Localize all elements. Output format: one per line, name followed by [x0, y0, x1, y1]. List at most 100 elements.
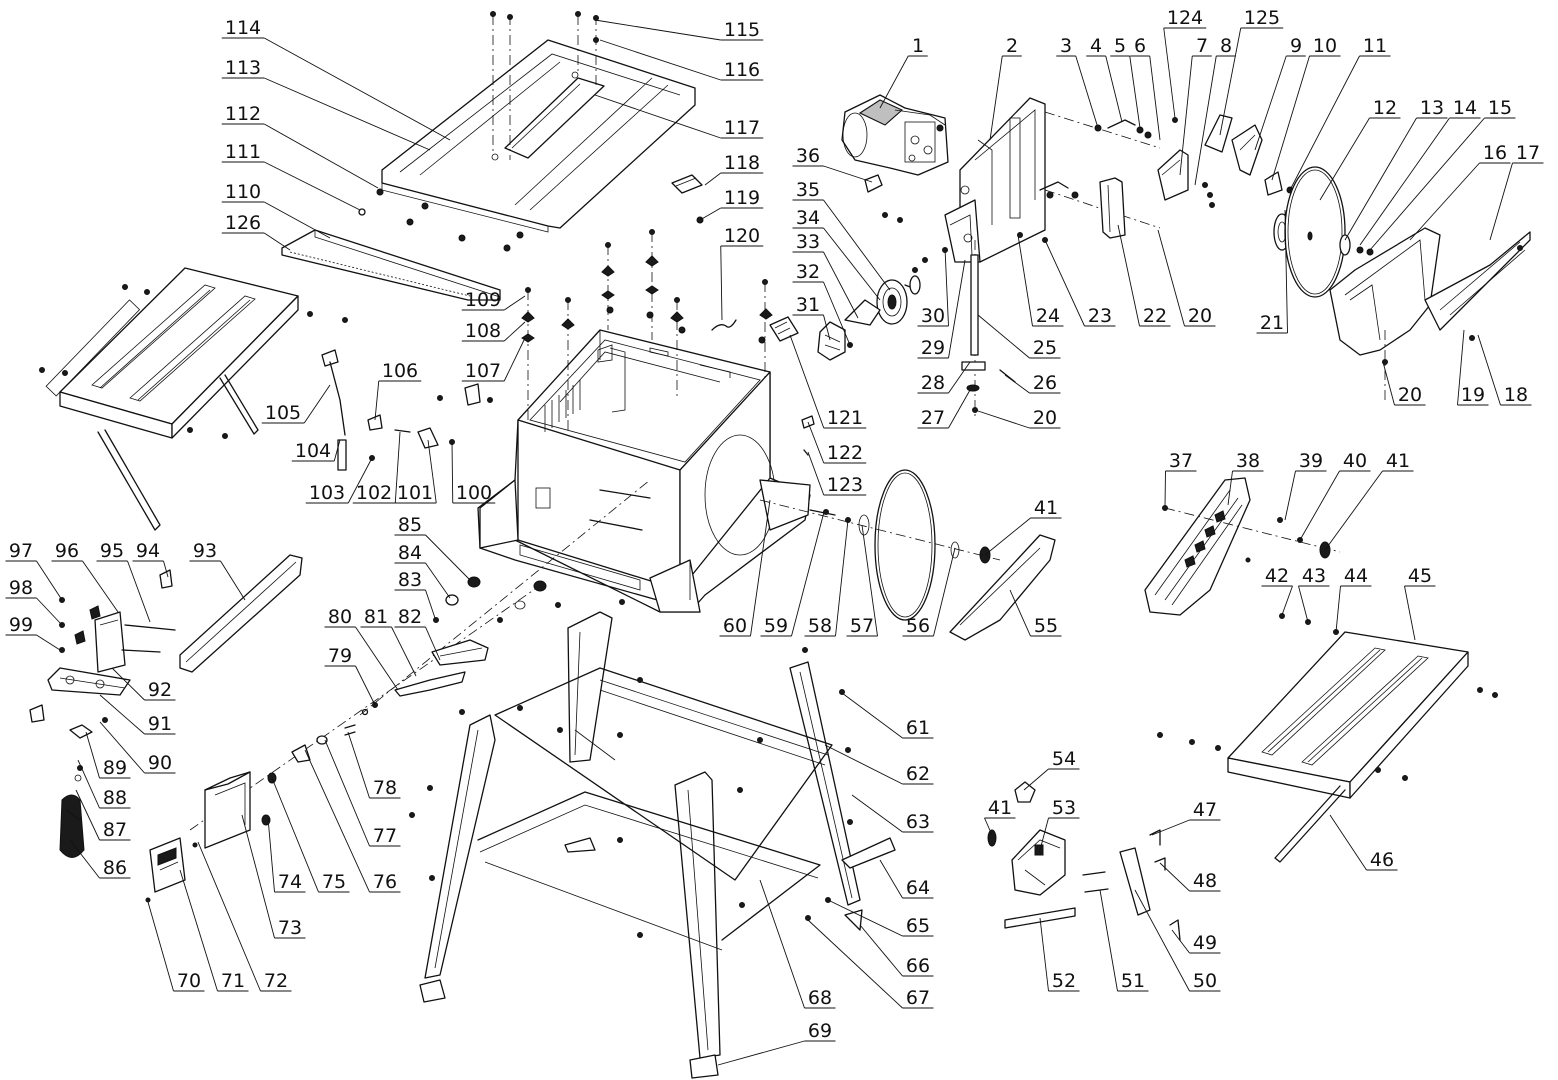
callout-leader [1179, 55, 1193, 176]
callout-4: 4 [1086, 35, 1123, 123]
callout-50: 50 [1134, 889, 1221, 992]
callout-label: 82 [398, 606, 422, 628]
callout-label: 7 [1196, 35, 1208, 57]
callout-111: 111 [221, 141, 361, 211]
callout-label: 90 [148, 752, 172, 774]
callout-leader [111, 667, 145, 701]
callout-leader [989, 55, 1003, 141]
callout-leader [264, 77, 431, 151]
callout-39: 39 [1284, 450, 1327, 521]
callout-label: 33 [796, 231, 820, 253]
callout-label: 57 [850, 615, 874, 637]
callout-48: 48 [1159, 862, 1221, 892]
callout-leader [807, 919, 903, 1009]
callout-label: 111 [225, 141, 261, 163]
callout-11: 11 [1289, 35, 1391, 191]
callout-14: 14 [1359, 97, 1481, 246]
callout-20b: 20 [1157, 229, 1216, 327]
callout-41a: 41 [1324, 450, 1414, 551]
callout-5: 5 [1110, 35, 1141, 129]
callout-45: 45 [1404, 565, 1436, 641]
callout-leader [267, 817, 275, 893]
callout-121: 121 [789, 334, 867, 429]
callout-label: 41 [1386, 450, 1410, 472]
callout-leader [1219, 27, 1242, 136]
handwheel-gear [817, 275, 921, 361]
callout-label: 104 [295, 440, 331, 462]
callout-leader [1344, 117, 1417, 241]
callout-leader [1044, 239, 1085, 327]
callout-label: 58 [808, 615, 832, 637]
callout-leader [841, 692, 903, 739]
callout-16: 16 [1409, 142, 1511, 241]
callout-leader [759, 879, 805, 1009]
callout-75: 75 [271, 777, 350, 893]
callout-24: 24 [1017, 234, 1064, 327]
callout-91: 91 [99, 694, 176, 735]
callout-124: 124 [1163, 7, 1207, 119]
callout-38: 38 [1227, 450, 1264, 506]
callout-label: 122 [827, 442, 863, 464]
callout-label: 64 [906, 877, 930, 899]
callout-label: 17 [1516, 142, 1540, 164]
callout-leader [1163, 27, 1176, 119]
callout-leader [77, 759, 100, 809]
callout-32: 32 [792, 261, 851, 346]
callout-leader [324, 739, 370, 847]
callout-leader [824, 744, 903, 785]
callout-leader [1039, 917, 1049, 992]
callout-98: 98 [5, 577, 63, 626]
callout-2: 2 [989, 35, 1022, 141]
callout-41c: 41 [984, 797, 1016, 836]
callout-label: 116 [724, 59, 760, 81]
callout-label: 123 [827, 474, 863, 496]
callout-20a: 20 [1382, 361, 1426, 406]
callout-116: 116 [599, 39, 764, 81]
callout-label: 50 [1193, 970, 1217, 992]
callout-label: 70 [177, 970, 201, 992]
callout-61: 61 [841, 692, 934, 739]
throat-ring [759, 469, 1001, 621]
callout-leader [1194, 55, 1217, 186]
callout-label: 110 [225, 181, 261, 203]
callout-leader [425, 534, 471, 581]
callout-68: 68 [759, 879, 836, 1009]
callout-leader [948, 389, 971, 429]
callout-leader [75, 789, 100, 841]
callout-label: 99 [9, 614, 33, 636]
callout-label: 60 [723, 615, 747, 637]
callout-54: 54 [1023, 748, 1080, 791]
callout-label: 51 [1121, 970, 1145, 992]
callout-leader [425, 626, 441, 661]
callout-leader [347, 457, 373, 504]
plate-screws [1039, 117, 1178, 199]
callout-label: 108 [465, 320, 501, 342]
callout-leader [179, 869, 218, 992]
callout-62: 62 [824, 744, 934, 785]
callout-17: 17 [1489, 142, 1544, 241]
callout-108: 108 [461, 320, 526, 342]
callout-leader [1129, 55, 1141, 129]
callout-96: 96 [51, 540, 119, 613]
callout-leader [859, 924, 903, 977]
callout-label: 4 [1090, 35, 1102, 57]
callout-23: 23 [1044, 239, 1116, 327]
callout-label: 46 [1370, 849, 1394, 871]
callout-71: 71 [179, 869, 249, 992]
callout-69: 69 [717, 1020, 836, 1066]
callout-leader [220, 560, 246, 601]
callout-117: 117 [594, 94, 764, 139]
callout-label: 89 [103, 757, 127, 779]
callout-label: 118 [724, 152, 760, 174]
callout-label: 103 [309, 482, 345, 504]
callout-label: 36 [796, 145, 820, 167]
callout-122: 122 [807, 421, 867, 464]
callout-leader [823, 227, 881, 301]
callout-leader [503, 337, 526, 382]
callout-leader [99, 694, 145, 735]
callout-label: 12 [1373, 97, 1397, 119]
callout-57: 57 [846, 524, 878, 637]
cabinet-bracket-screws [521, 229, 799, 430]
callout-label: 48 [1193, 870, 1217, 892]
callout-leader [1149, 55, 1161, 141]
